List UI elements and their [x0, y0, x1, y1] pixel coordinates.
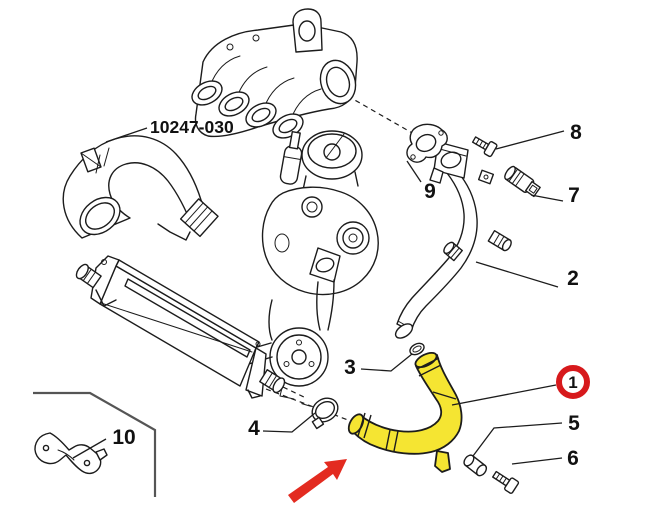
selected-callout-ring[interactable]: [556, 365, 590, 399]
callout-3-label[interactable]: 3: [344, 356, 356, 379]
gasket-flange-drawing: [406, 123, 448, 163]
callout-6-label[interactable]: 6: [567, 447, 579, 470]
bolt-6-drawing: [492, 470, 520, 494]
metal-pipe-drawing: [394, 141, 512, 339]
callout-10-label[interactable]: 10: [112, 426, 135, 449]
inset-frame-line: [33, 391, 157, 497]
callout-leader-lines: [72, 127, 565, 465]
intake-manifold-drawing: [191, 8, 358, 139]
spacer-5-drawing: [463, 454, 488, 477]
red-pointer-arrow-icon: [288, 459, 347, 503]
highlighted-hose-part-1: [347, 351, 463, 473]
mounting-bracket-drawing: [34, 432, 108, 475]
callout-5-label[interactable]: 5: [568, 412, 580, 435]
callout-7-label[interactable]: 7: [568, 184, 580, 207]
callout-4-label[interactable]: 4: [248, 417, 260, 440]
callout-1-label[interactable]: 1: [568, 373, 577, 392]
hose-clamp-drawing: [301, 397, 339, 430]
intercooler-drawing: [75, 255, 286, 399]
bolt-8-drawing: [471, 136, 498, 158]
part-number-label: 10247-030: [150, 117, 234, 137]
callout-2-label[interactable]: 2: [567, 267, 579, 290]
turbocharger-assembly-drawing: [235, 130, 379, 400]
air-intake-hose-drawing: [62, 135, 219, 241]
callout-9-label[interactable]: 9: [424, 180, 436, 203]
o-ring-drawing: [409, 342, 425, 356]
callout-8-label[interactable]: 8: [570, 121, 582, 144]
sensor-7-drawing: [504, 165, 541, 198]
